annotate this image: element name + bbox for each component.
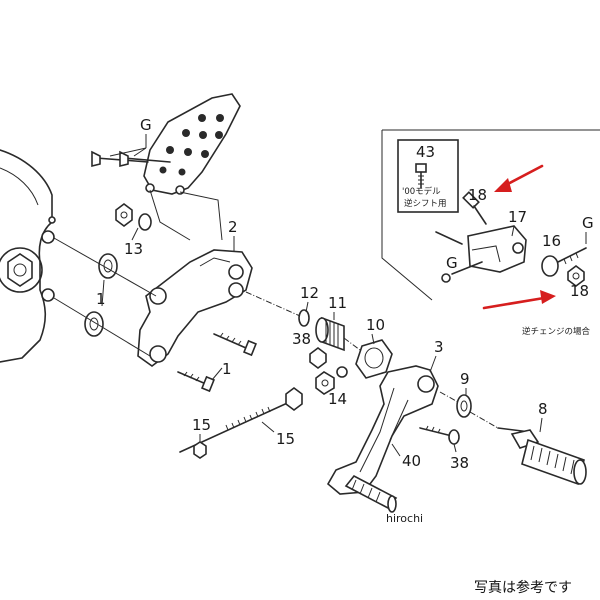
inset-label-18-lower: 18: [570, 282, 589, 300]
inset-label-g-left: G: [446, 254, 458, 272]
inset-nut-18: [567, 265, 585, 287]
inset-label-16: 16: [542, 232, 561, 250]
shift-lever: [326, 365, 439, 495]
label-part-2: 2: [228, 218, 238, 236]
inset-model-note-line2: 逆シフト用: [404, 198, 447, 209]
inset-model-note-line1: '00モデル: [402, 186, 441, 197]
footpeg-8: [497, 427, 587, 486]
label-g-top: G: [140, 116, 152, 134]
footer-note: 写真は参考です: [474, 579, 572, 596]
red-arrow-lower: [482, 290, 556, 310]
label-part-3: 3: [434, 338, 444, 356]
inset-bracket-17: [467, 225, 527, 273]
inset-label-43: 43: [416, 143, 435, 161]
inset-reverse-note: 逆チェンジの場合: [522, 326, 591, 337]
spacer-lower: [84, 311, 104, 337]
adjuster-rod-15: [179, 387, 303, 459]
inset-collar-16: [541, 247, 587, 277]
inset-screw-43: [415, 163, 427, 189]
label-part-13: 13: [124, 240, 143, 258]
model-note-box: [397, 139, 459, 213]
label-part-10: 10: [366, 316, 385, 334]
collar-11: [315, 316, 345, 352]
spacer-upper: [98, 253, 118, 279]
inset-bolt-18: [462, 191, 487, 225]
reverse-shift-inset: [381, 129, 600, 301]
label-part-38-upper: 38: [292, 330, 311, 348]
nut-14: [315, 366, 348, 395]
label-part-15-right: 15: [276, 430, 295, 448]
label-part-12: 12: [300, 284, 319, 302]
shift-peg: [344, 474, 398, 513]
watermark-text: hirochi: [386, 512, 423, 525]
bolt-38-lower: [419, 425, 460, 445]
bushing-10: [355, 339, 393, 379]
frame-nut: [0, 247, 43, 293]
washer-12: [298, 309, 310, 327]
label-part-1-upper: 1: [96, 290, 106, 308]
label-part-1-lower: 1: [222, 360, 232, 378]
red-arrow-upper: [494, 164, 544, 192]
label-part-8: 8: [538, 400, 548, 418]
heel-guard: [143, 93, 241, 195]
washer-9: [456, 394, 472, 418]
label-part-40: 40: [402, 452, 421, 470]
nut-13: [115, 203, 152, 231]
nut-38-upper: [309, 347, 327, 369]
frame-plate: [0, 149, 56, 363]
label-part-9: 9: [460, 370, 470, 388]
bolt-lower: [177, 371, 215, 393]
label-part-38-lower: 38: [450, 454, 469, 472]
label-part-15-left: 15: [192, 416, 211, 434]
inset-label-g-right: G: [582, 214, 594, 232]
label-part-11: 11: [328, 294, 347, 312]
label-part-14: 14: [328, 390, 347, 408]
inset-label-18-upper: 18: [468, 186, 487, 204]
bolt-upper: [213, 332, 257, 357]
main-bracket: [137, 249, 253, 367]
heel-guard-screws: [91, 134, 171, 168]
inset-label-17: 17: [508, 208, 527, 226]
